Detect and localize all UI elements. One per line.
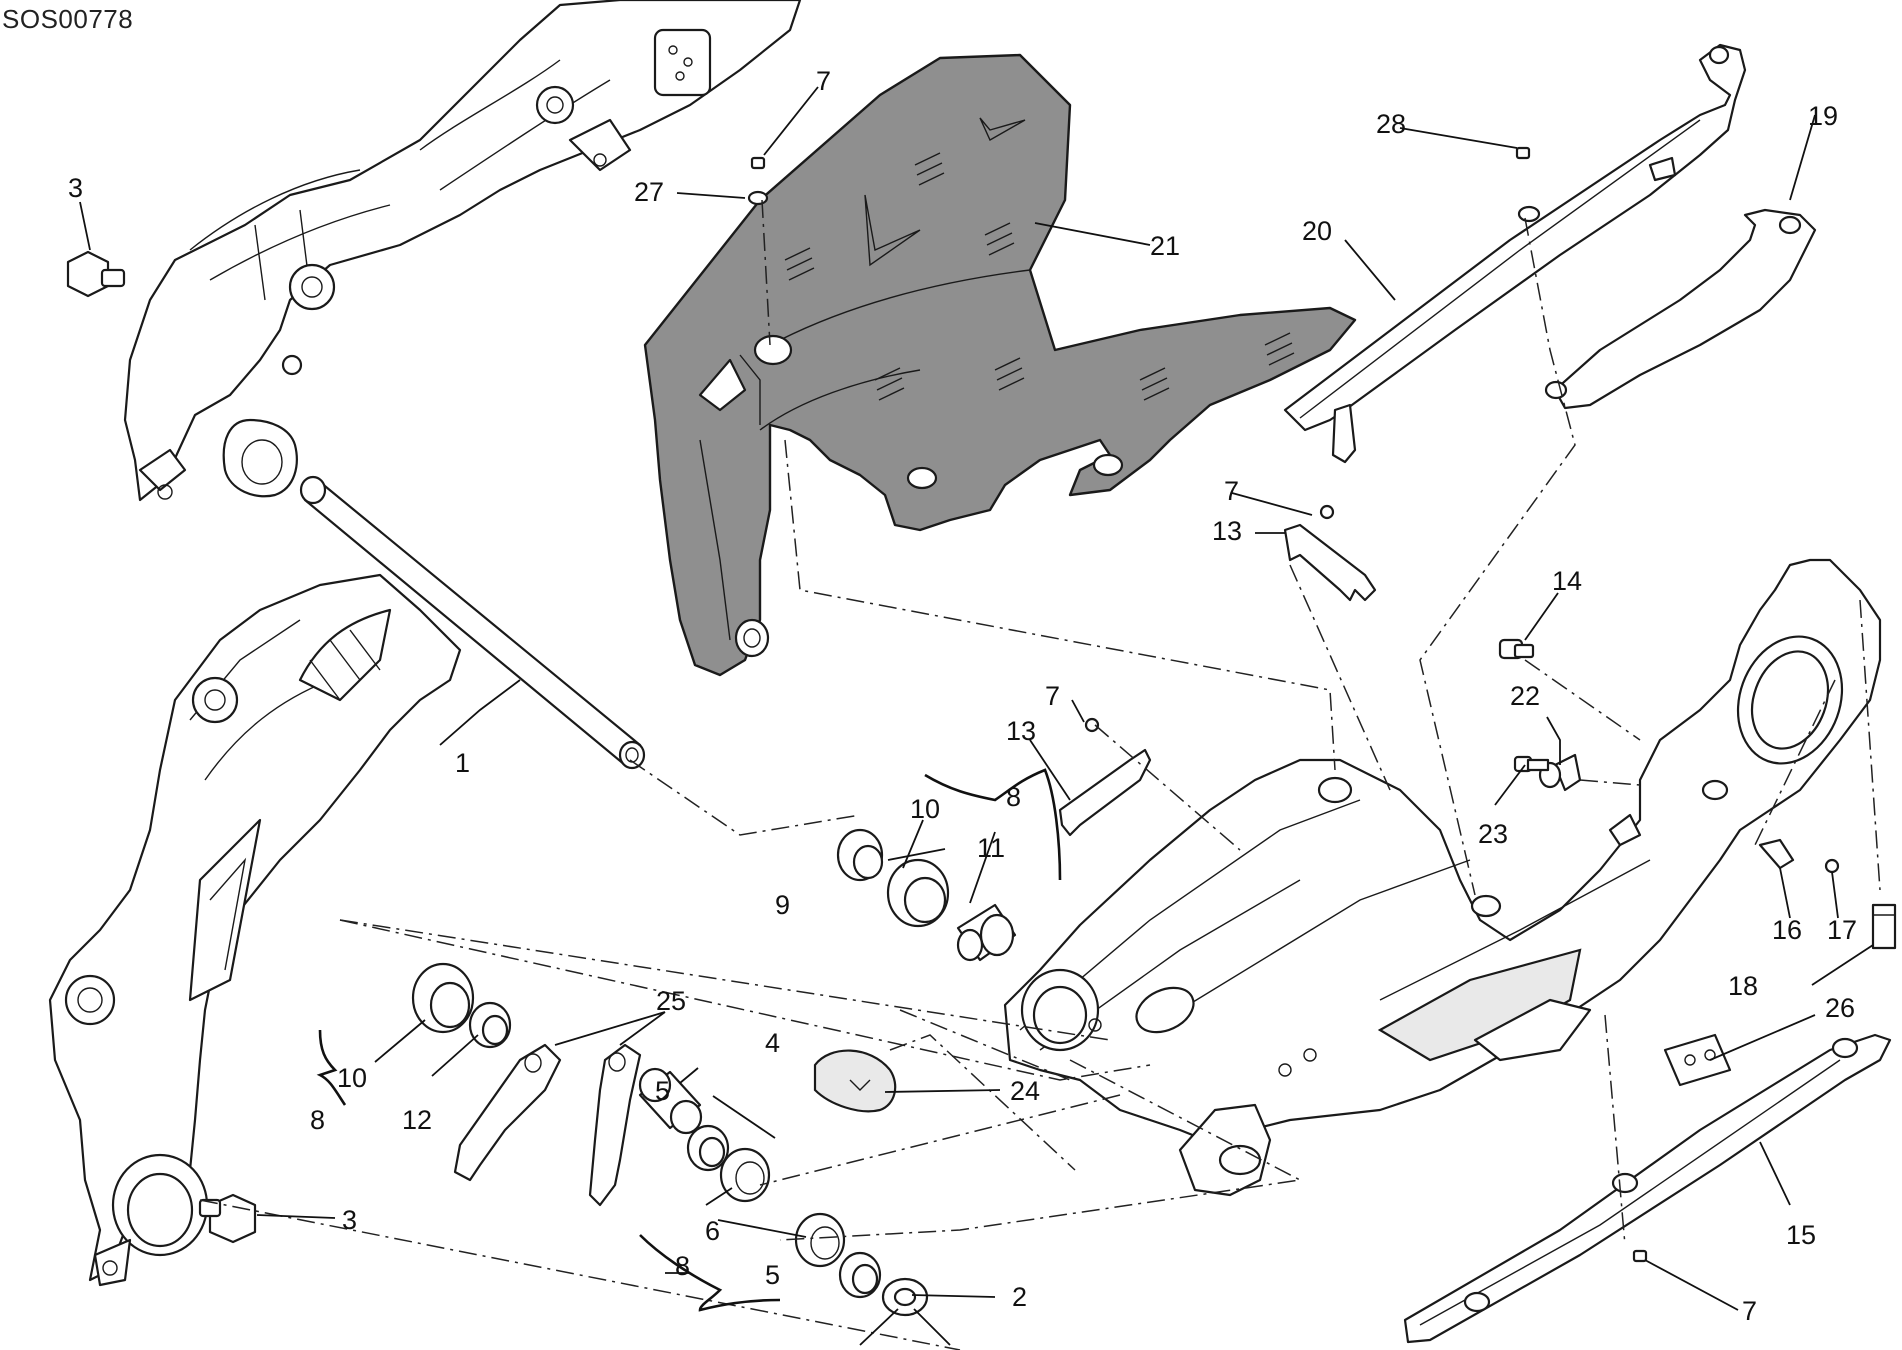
callout-label: 23	[1478, 819, 1508, 849]
chain-guard-cover	[1544, 208, 1817, 410]
screw-23	[1513, 755, 1550, 773]
bolt-14	[1498, 638, 1535, 660]
plate-25-left	[453, 1043, 562, 1182]
callout-label: 5	[655, 1076, 670, 1106]
callout-label: 26	[1825, 993, 1855, 1023]
drawing-code: SOS00778	[2, 4, 134, 34]
callout-label: 14	[1552, 566, 1582, 596]
callout-label: 6	[705, 1216, 720, 1246]
callout-label: 21	[1150, 231, 1180, 261]
callout-label: 3	[68, 173, 83, 203]
upper-frame-section	[123, 0, 802, 502]
callout-label: 1	[455, 748, 470, 778]
callout-label: 25	[656, 986, 686, 1016]
callout-label: 18	[1728, 971, 1758, 1001]
brake-hose-clip-upper	[1283, 504, 1377, 602]
callout-label: 2	[1012, 1282, 1027, 1312]
clip-16	[1758, 838, 1795, 870]
pivot-bolt-upper	[66, 250, 126, 298]
callout-label: 13	[1212, 516, 1242, 546]
callout-label: 20	[1302, 216, 1332, 246]
callout-label: 10	[910, 794, 940, 824]
callout-label: 7	[1045, 681, 1060, 711]
callout-label: 7	[816, 66, 831, 96]
callout-labels: 1 2 3 3 4 5 5 6 7 7 7 7 8 8 8 9 10 10 11…	[68, 66, 1857, 1326]
callout-label: 15	[1786, 1220, 1816, 1250]
pivot-shaft	[299, 475, 646, 770]
callout-label: 13	[1006, 716, 1036, 746]
mudguard-screw	[747, 156, 769, 206]
callout-label: 9	[775, 890, 790, 920]
bearing-10-upper	[886, 858, 950, 928]
callout-label: 3	[342, 1205, 357, 1235]
single-sided-swingarm	[1003, 558, 1882, 1197]
callout-label: 10	[337, 1063, 367, 1093]
callout-label: 27	[634, 177, 664, 207]
callout-label: 7	[1742, 1296, 1757, 1326]
spacer-4	[638, 1067, 703, 1135]
callout-label: 8	[675, 1251, 690, 1281]
leader-lines	[79, 86, 1874, 1346]
seal-5-upper	[686, 1124, 730, 1172]
screw-17	[1824, 858, 1840, 874]
seal-5-lower	[838, 1251, 882, 1299]
callout-label: 4	[765, 1028, 780, 1058]
callout-label: 24	[1010, 1076, 1040, 1106]
assembly-braces	[316, 768, 1062, 1312]
needle-bearing-6-upper	[719, 1147, 771, 1203]
chain-guard-screw	[1515, 146, 1541, 223]
bushing-11	[956, 903, 1017, 962]
callout-label: 17	[1827, 915, 1857, 945]
washer-2	[881, 1277, 929, 1317]
callout-label: 11	[977, 833, 1005, 863]
bearing-9	[836, 828, 884, 882]
chain-guard-upper	[1283, 43, 1747, 464]
callout-label: 5	[765, 1260, 780, 1290]
callout-label: 28	[1376, 109, 1406, 139]
brake-hose-clip-lower	[1058, 717, 1152, 837]
seal-12	[468, 1001, 512, 1049]
bolt-18	[1871, 903, 1897, 950]
callout-label: 19	[1808, 101, 1838, 131]
rear-mudguard	[643, 53, 1357, 677]
callout-label: 8	[1006, 782, 1021, 812]
assembly-dashed-lines	[199, 199, 1881, 1350]
callout-label: 8	[310, 1105, 325, 1135]
rubber-plug	[813, 1049, 897, 1113]
callout-label: 16	[1772, 915, 1802, 945]
callout-label: 22	[1510, 681, 1540, 711]
label-26	[1663, 1033, 1732, 1087]
chain-slider-lower	[1403, 1033, 1892, 1344]
callout-label: 12	[402, 1105, 432, 1135]
lower-frame-section	[48, 573, 462, 1287]
bearing-10-lower	[411, 962, 475, 1034]
pivot-bolt-lower	[198, 1193, 257, 1244]
plate-25-right	[588, 1043, 642, 1207]
needle-bearing-6-lower	[794, 1212, 846, 1268]
callout-label: 7	[1224, 476, 1239, 506]
